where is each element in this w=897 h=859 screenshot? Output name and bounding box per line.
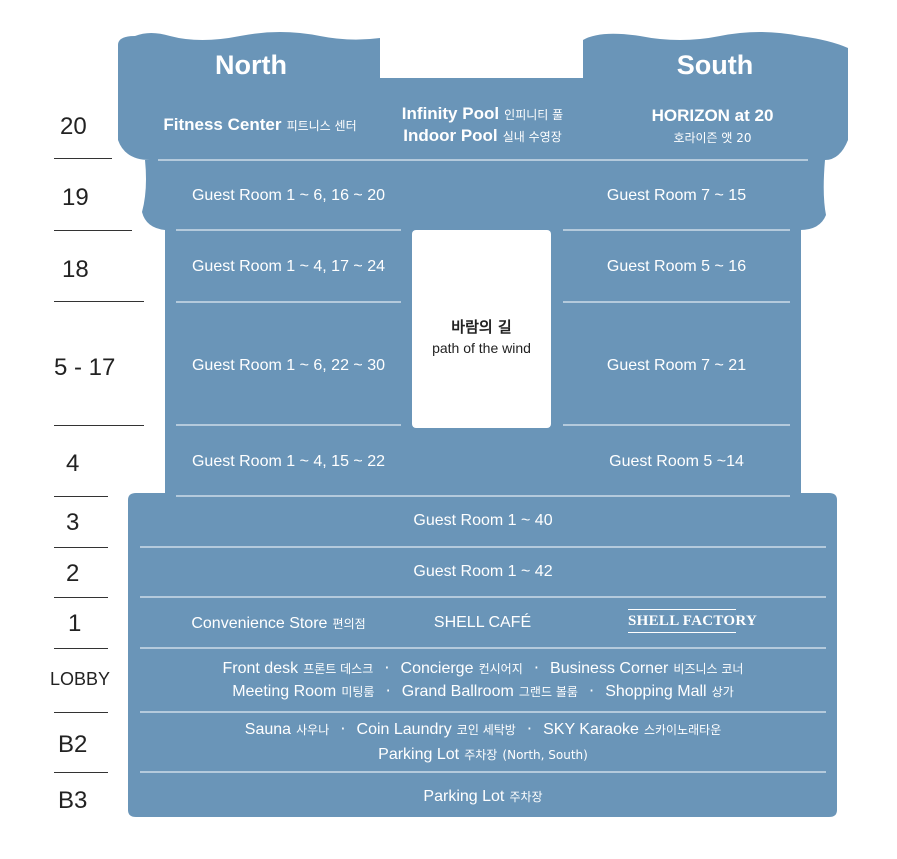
- floor-label-3: 3: [66, 509, 80, 536]
- floor-label-18: 18: [62, 256, 89, 283]
- floor-label-20: 20: [60, 113, 87, 140]
- floor-divider: [54, 772, 108, 773]
- floor-divider: [54, 597, 108, 598]
- floor-label-5-17: 5 - 17: [54, 354, 116, 381]
- coin-laundry-label: Coin Laundry: [356, 721, 452, 738]
- grand-ballroom-ko: 그랜드 볼룸: [518, 685, 578, 699]
- north-tower-top: [118, 32, 380, 90]
- floor-label-19: 19: [62, 184, 89, 211]
- convenience-store-ko: 편의점: [332, 617, 366, 631]
- wind-ko: 바람의 길: [451, 318, 512, 336]
- floor-divider: [54, 648, 108, 649]
- coin-laundry-ko: 코인 세탁방: [456, 723, 516, 737]
- separator-dot: ·: [384, 658, 390, 677]
- f4-north-rooms: Guest Room 1 ~ 4, 15 ~ 22: [191, 453, 385, 470]
- fitness-center: Fitness Center 피트니스 센터: [145, 115, 375, 135]
- indoor-pool-label: Indoor Pool: [403, 126, 498, 145]
- f18-north-rooms: Guest Room 1 ~ 4, 17 ~ 24: [191, 258, 385, 275]
- lobby-line-1: Front desk 프론트 데스크 · Concierge 컨시어지 · Bu…: [140, 658, 826, 678]
- infinity-pool-label: Infinity Pool: [401, 104, 500, 123]
- f19-south-rooms: Guest Room 7 ~ 15: [606, 187, 747, 204]
- wind-en: path of the wind: [432, 340, 531, 356]
- floor-label-2: 2: [66, 560, 80, 587]
- floor-divider: [54, 301, 144, 302]
- floor-divider: [54, 496, 108, 497]
- infinity-pool-ko: 인피니티 풀: [504, 108, 564, 122]
- fitness-center-label: Fitness Center: [163, 115, 282, 134]
- business-corner-label: Business Corner: [550, 660, 669, 677]
- indoor-pool-ko: 실내 수영장: [502, 130, 562, 144]
- infinity-pool: Infinity Pool 인피니티 풀: [380, 104, 585, 124]
- floor-divider: [54, 712, 108, 713]
- floor-label-4: 4: [66, 450, 80, 477]
- sauna-ko: 사우나: [296, 723, 330, 737]
- b2-parking-label: Parking Lot: [378, 746, 460, 763]
- sauna-label: Sauna: [244, 721, 292, 738]
- south-header: South: [676, 50, 754, 80]
- meeting-room-label: Meeting Room: [232, 683, 337, 700]
- floor20-block: [118, 78, 848, 160]
- floor-divider: [54, 425, 144, 426]
- f18-south-rooms: Guest Room 5 ~ 16: [606, 258, 747, 275]
- meeting-room-ko: 미팅룸: [341, 685, 375, 699]
- convenience-store: Convenience Store 편의점: [176, 613, 381, 633]
- indoor-pool: Indoor Pool 실내 수영장: [380, 126, 585, 146]
- business-corner-ko: 비즈니스 코너: [673, 662, 744, 676]
- floor-dividers: [140, 159, 826, 773]
- f4-south-rooms: Guest Room 5 ~14: [609, 453, 744, 470]
- concierge-ko: 컨시어지: [478, 662, 523, 676]
- lobby-line-2: Meeting Room 미팅룸 · Grand Ballroom 그랜드 볼룸…: [140, 681, 826, 701]
- floor-label-b2: B2: [58, 731, 88, 758]
- shell-cafe: SHELL CAFÉ: [433, 614, 532, 631]
- b2-parking-ko: 주차장: [464, 748, 498, 762]
- south-tower-top: [583, 32, 848, 90]
- b3-parking: Parking Lot 주차장: [140, 786, 826, 806]
- shell-factory-logo: SHELL FACTORY: [628, 609, 757, 633]
- b2-parking-note: (North, South): [502, 748, 588, 762]
- horizon-label: HORIZON at 20: [651, 106, 774, 125]
- floor-label-b3: B3: [58, 787, 88, 814]
- front-desk-label: Front desk: [222, 660, 299, 677]
- convenience-store-label: Convenience Store: [191, 615, 328, 632]
- sky-karaoke-ko: 스카이노래타운: [643, 723, 722, 737]
- path-of-the-wind: 바람의 길 path of the wind: [412, 230, 551, 428]
- front-desk-ko: 프론트 데스크: [303, 662, 374, 676]
- fitness-center-ko: 피트니스 센터: [286, 119, 357, 133]
- separator-dot: ·: [533, 658, 539, 677]
- b2-line-1: Sauna 사우나 · Coin Laundry 코인 세탁방 · SKY Ka…: [140, 719, 826, 739]
- floor-label-lobby: LOBBY: [50, 669, 111, 689]
- floor-divider: [54, 158, 112, 159]
- separator-dot: ·: [589, 681, 595, 700]
- separator-dot: ·: [340, 719, 346, 738]
- floor-label-1: 1: [68, 610, 82, 637]
- f19-north-rooms: Guest Room 1 ~ 6, 16 ~ 20: [191, 187, 385, 204]
- floor19-block: [142, 160, 826, 230]
- sky-karaoke-label: SKY Karaoke: [543, 721, 639, 738]
- b3-parking-ko: 주차장: [509, 790, 543, 804]
- horizon-ko: 호라이즌 앳 20: [673, 131, 752, 145]
- floor-divider: [54, 547, 108, 548]
- shopping-mall-ko: 상가: [711, 685, 734, 699]
- grand-ballroom-label: Grand Ballroom: [401, 683, 514, 700]
- f5-17-south-rooms: Guest Room 7 ~ 21: [606, 357, 747, 374]
- f2-rooms: Guest Room 1 ~ 42: [413, 563, 553, 580]
- f3-rooms: Guest Room 1 ~ 40: [413, 512, 553, 529]
- separator-dot: ·: [385, 681, 391, 700]
- podium-block: [128, 493, 837, 817]
- floor-divider: [54, 230, 132, 231]
- concierge-label: Concierge: [400, 660, 474, 677]
- f5-17-north-rooms: Guest Room 1 ~ 6, 22 ~ 30: [191, 357, 385, 374]
- shopping-mall-label: Shopping Mall: [605, 683, 707, 700]
- b2-line-2: Parking Lot 주차장 (North, South): [140, 744, 826, 764]
- separator-dot: ·: [526, 719, 532, 738]
- b3-parking-label: Parking Lot: [423, 788, 505, 805]
- north-header: North: [215, 50, 287, 80]
